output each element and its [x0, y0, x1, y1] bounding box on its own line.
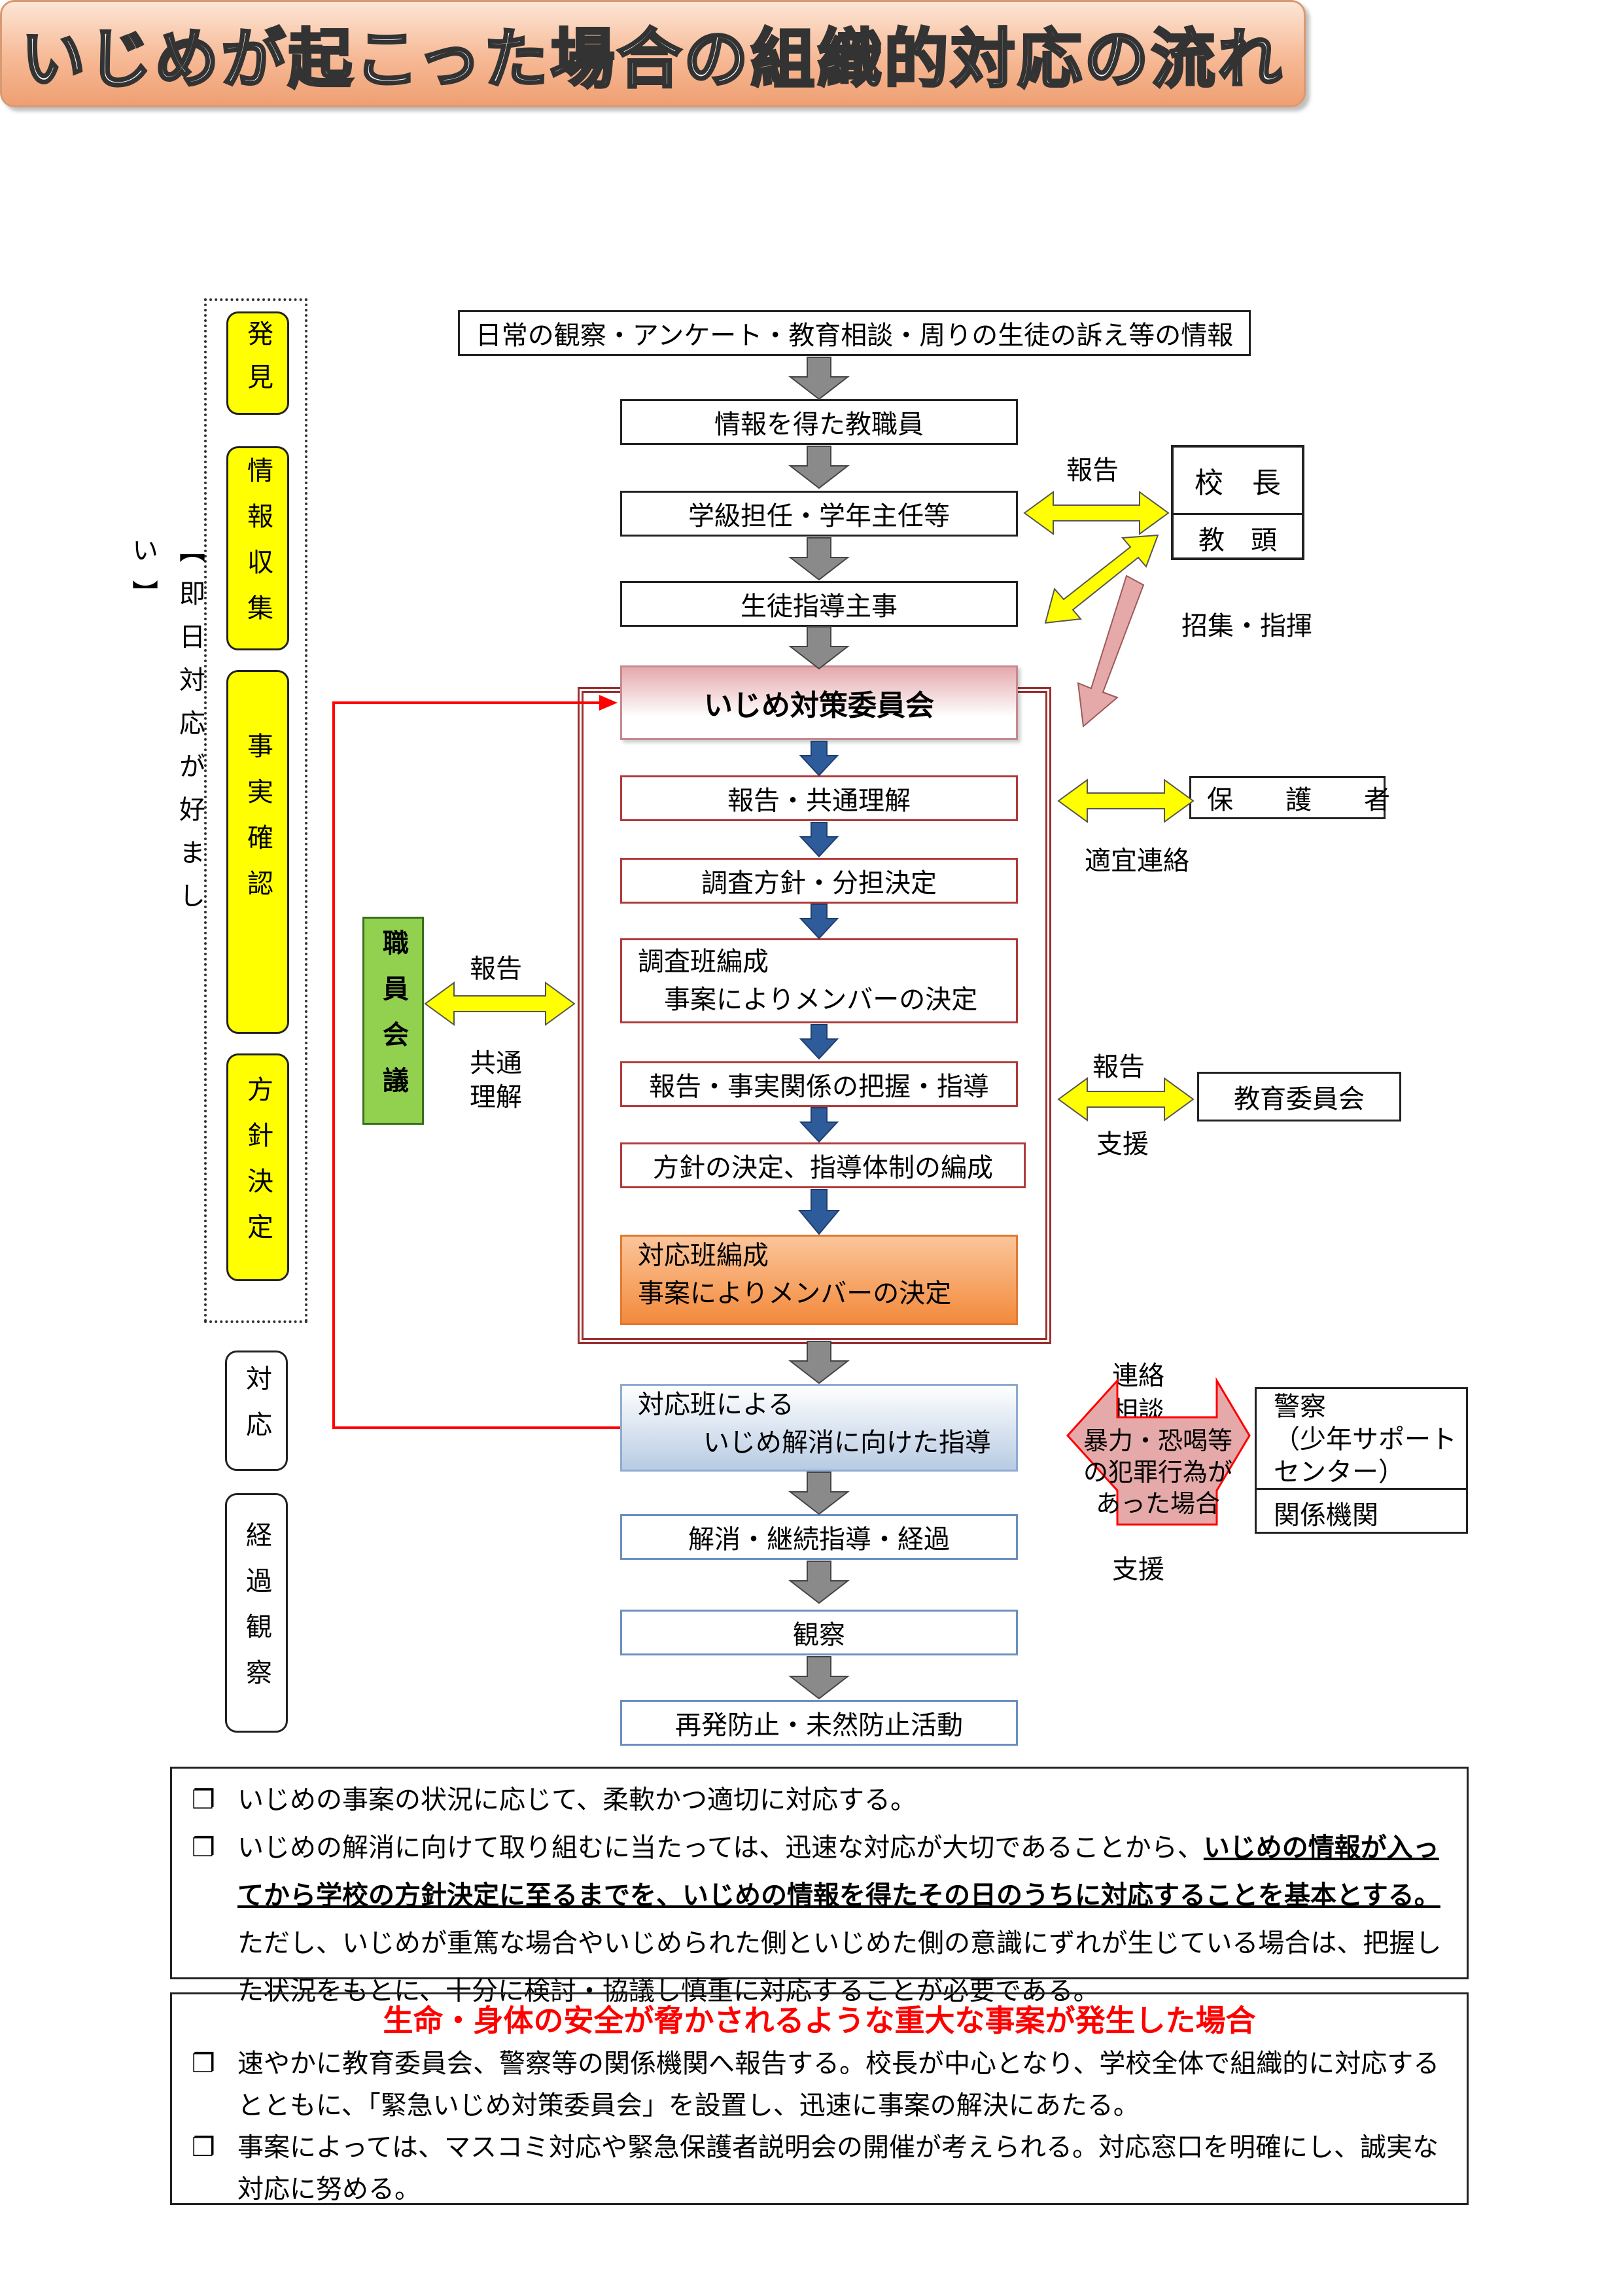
emergency-heading: 生命・身体の安全が脅かされるような重大な事案が発生した場合: [383, 2003, 1256, 2038]
page-title: いじめが起こった場合の組織的対応の流れ: [20, 21, 1285, 98]
blue-arrow-1: [800, 741, 838, 776]
step-investigation-team: 調査班編成 事案によりメンバーの決定: [620, 938, 1018, 1023]
flow-arrows: [332, 357, 1251, 1699]
feedback-line: [332, 701, 620, 1429]
arrow-down-6: [790, 1472, 848, 1515]
principal-box: 校 長 教 頭: [1171, 445, 1304, 560]
feedback-arrowhead: [599, 695, 618, 711]
vice-principal-label: 教 頭: [1198, 525, 1277, 556]
checkbox-icon: ❐: [192, 1785, 215, 1815]
crime-condition-label: 暴力・恐喝等 の犯罪行為が あった場合: [1083, 1426, 1232, 1518]
convene-arrow: [1077, 574, 1145, 728]
blue-arrow-6: [797, 1189, 841, 1235]
guardians-box: 保 護 者: [1189, 776, 1390, 819]
arrow-down-8: [790, 1656, 848, 1699]
board-of-education-box: 教育委員会: [1197, 1072, 1401, 1122]
step-response-team: 対応班編成 事案によりメンバーの決定: [620, 1235, 1018, 1325]
guidance-head-box: 生徒指導主事: [620, 581, 1018, 627]
resolution-box: 解消・継続指導・経過: [620, 1514, 1018, 1560]
arrow-down-5: [790, 1341, 848, 1384]
title-banner: いじめが起こった場合の組織的対応の流れ: [0, 0, 1306, 107]
arrow-down-2: [790, 446, 848, 489]
board-double-arrow: [1057, 1077, 1195, 1122]
police-label: 警察 （少年サポート センター）: [1257, 1389, 1466, 1490]
committee-title: いじめ対策委員会: [620, 665, 1018, 740]
checkbox-icon: ❐: [192, 2132, 215, 2163]
phase-observation: 経過観察: [225, 1493, 288, 1733]
step-policy-system: 方針の決定、指導体制の編成: [620, 1142, 1026, 1188]
principal-report-label: 報告: [1066, 455, 1119, 486]
note2-paragraph-2: ❐事案によっては、マスコミ対応や緊急保護者説明会の開催が考えられる。対応窓口を明…: [192, 2127, 1447, 2210]
note1-paragraph-1: ❐いじめの事案の状況に応じて、柔軟かつ適切に対応する。: [192, 1776, 1447, 1824]
information-source-box: 日常の観察・アンケート・教育相談・周りの生徒の訴え等の情報: [458, 310, 1251, 356]
same-day-note: 【即日対応が好ましい】: [128, 537, 205, 925]
guardian-contact-label: 適宜連絡: [1085, 846, 1189, 876]
blue-arrow-5: [800, 1107, 838, 1142]
phase-fact-check: 事実確認: [226, 670, 289, 1034]
police-support-label: 支援: [1112, 1555, 1164, 1585]
blue-arrow-3: [800, 904, 838, 939]
staff-shared-label-1: 共通: [470, 1048, 522, 1078]
step-report-understanding: 報告・共通理解: [620, 775, 1018, 821]
observation-box: 観察: [620, 1610, 1018, 1655]
staff-meeting-double-arrow: [424, 981, 576, 1026]
staff-shared-label-2: 理解: [470, 1082, 522, 1112]
board-support-label: 支援: [1096, 1129, 1149, 1159]
homeroom-teacher-box: 学級担任・学年主任等: [620, 491, 1018, 537]
arrow-down-3: [790, 537, 848, 580]
convene-label: 招集・指揮: [1181, 611, 1312, 641]
guardian-double-arrow: [1057, 779, 1195, 823]
phase-discovery: 発見: [226, 311, 289, 415]
note1-paragraph-2: ❐いじめの解消に向けて取り組むに当たっては、迅速な対応が大切であることから、いじ…: [192, 1824, 1447, 2015]
note-box-1: ❐いじめの事案の状況に応じて、柔軟かつ適切に対応する。 ❐いじめの解消に向けて取…: [170, 1767, 1469, 2006]
step-fact-finding: 報告・事実関係の把握・指導: [620, 1061, 1018, 1107]
note-box-2: 生命・身体の安全が脅かされるような重大な事案が発生した場合 ❐速やかに教育委員会…: [170, 1992, 1469, 2205]
principal-label: 校 長: [1174, 448, 1302, 515]
checkbox-icon: ❐: [192, 1833, 215, 1863]
related-agencies-label: 関係機関: [1274, 1500, 1378, 1530]
board-report-label: 報告: [1092, 1052, 1145, 1082]
arrow-down-4: [790, 626, 848, 669]
principal-double-arrow: [1023, 491, 1170, 535]
prevention-box: 再発防止・未然防止活動: [620, 1700, 1018, 1746]
checkbox-icon: ❐: [192, 2049, 215, 2079]
same-day-frame: [204, 298, 307, 1323]
note2-paragraph-1: ❐速やかに教育委員会、警察等の関係機関へ報告する。校長が中心となり、学校全体で組…: [192, 2043, 1447, 2127]
police-contact-label-1: 連絡: [1112, 1361, 1164, 1391]
staff-report-label: 報告: [470, 954, 522, 984]
staff-member-box: 情報を得た教職員: [620, 399, 1018, 445]
police-box: 警察 （少年サポート センター） 関係機関: [1255, 1387, 1468, 1534]
phase-response: 対応: [225, 1351, 288, 1471]
crime-double-arrow: [1066, 1377, 1251, 1526]
response-guidance-box: 対応班による いじめ解消に向けた指導: [620, 1384, 1018, 1472]
step-investigation-policy: 調査方針・分担決定: [620, 858, 1018, 904]
arrow-down-7: [790, 1561, 848, 1604]
blue-arrow-4: [800, 1024, 838, 1059]
blue-arrow-2: [800, 822, 838, 857]
arrow-down-1: [790, 357, 848, 400]
vice-principal-double-arrow: [1044, 534, 1159, 624]
phase-policy-decision: 方針決定: [226, 1053, 289, 1281]
staff-meeting-box: 職員会議: [362, 917, 424, 1125]
phase-info-collection: 情報収集: [226, 446, 289, 650]
